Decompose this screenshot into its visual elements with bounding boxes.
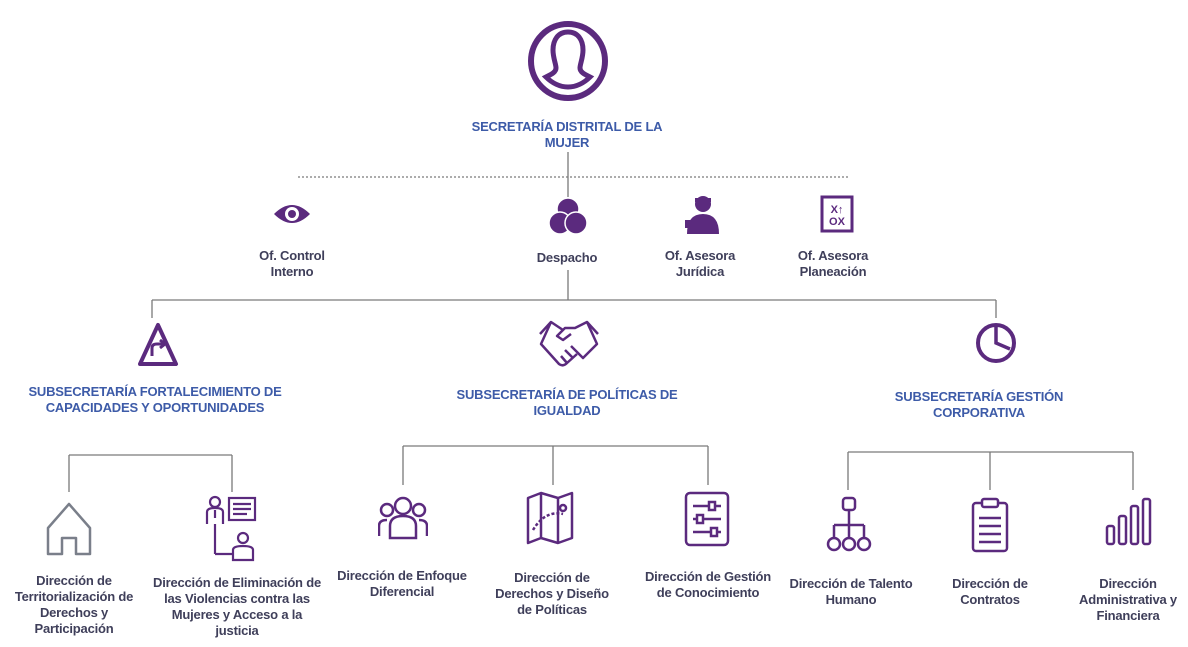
house-icon xyxy=(46,502,92,556)
direccion-label: Dirección de Derechos y Diseño de Políti… xyxy=(495,570,609,617)
direccion-label: Dirección de Gestión de Conocimiento xyxy=(644,569,772,600)
office-label: Of. Asesora Planeación xyxy=(797,248,869,279)
direccion-label: Dirección de Eliminación de las Violenci… xyxy=(153,575,321,638)
pie-chart-icon xyxy=(976,323,1016,363)
top-title: SECRETARÍA DISTRITAL DE LA MUJER xyxy=(471,119,663,150)
strategy-board-icon: X↑ OX xyxy=(820,195,854,233)
org-chart-icon xyxy=(826,496,872,552)
svg-text:X↑: X↑ xyxy=(831,204,844,216)
svg-text:OX: OX xyxy=(829,216,846,228)
three-circles-icon xyxy=(548,197,588,235)
office-label: Of. Control Interno xyxy=(259,248,325,279)
subsecretaria-label: SUBSECRETARÍA GESTIÓN CORPORATIVA xyxy=(894,389,1064,420)
office-label: Despacho xyxy=(536,250,598,265)
direccion-label: Dirección Administrativa y Financiera xyxy=(1079,576,1177,623)
group-people-icon xyxy=(378,496,428,540)
eye-icon xyxy=(274,205,310,223)
office-label: Of. Asesora Jurídica xyxy=(664,248,736,279)
handshake-icon xyxy=(539,320,599,367)
map-icon xyxy=(526,491,574,545)
people-chat-icon xyxy=(205,495,257,562)
direccion-label: Dirección de Territorialización de Derec… xyxy=(14,573,134,636)
subsecretaria-label: SUBSECRETARÍA DE POLÍTICAS DE IGUALDAD xyxy=(456,387,678,418)
clipboard-icon xyxy=(971,497,1009,553)
bar-chart-icon xyxy=(1105,497,1152,546)
direccion-label: Dirección de Contratos xyxy=(952,576,1028,607)
direccion-label: Dirección de Talento Humano xyxy=(789,576,913,607)
warning-triangle-icon xyxy=(138,323,178,366)
direccion-label: Dirección de Enfoque Diferencial xyxy=(337,568,467,599)
subsecretaria-label: SUBSECRETARÍA FORTALECIMIENTO DE CAPACID… xyxy=(28,384,282,415)
lawyer-icon xyxy=(685,196,719,234)
person-silhouette-icon xyxy=(528,21,608,101)
sliders-icon xyxy=(684,491,730,547)
